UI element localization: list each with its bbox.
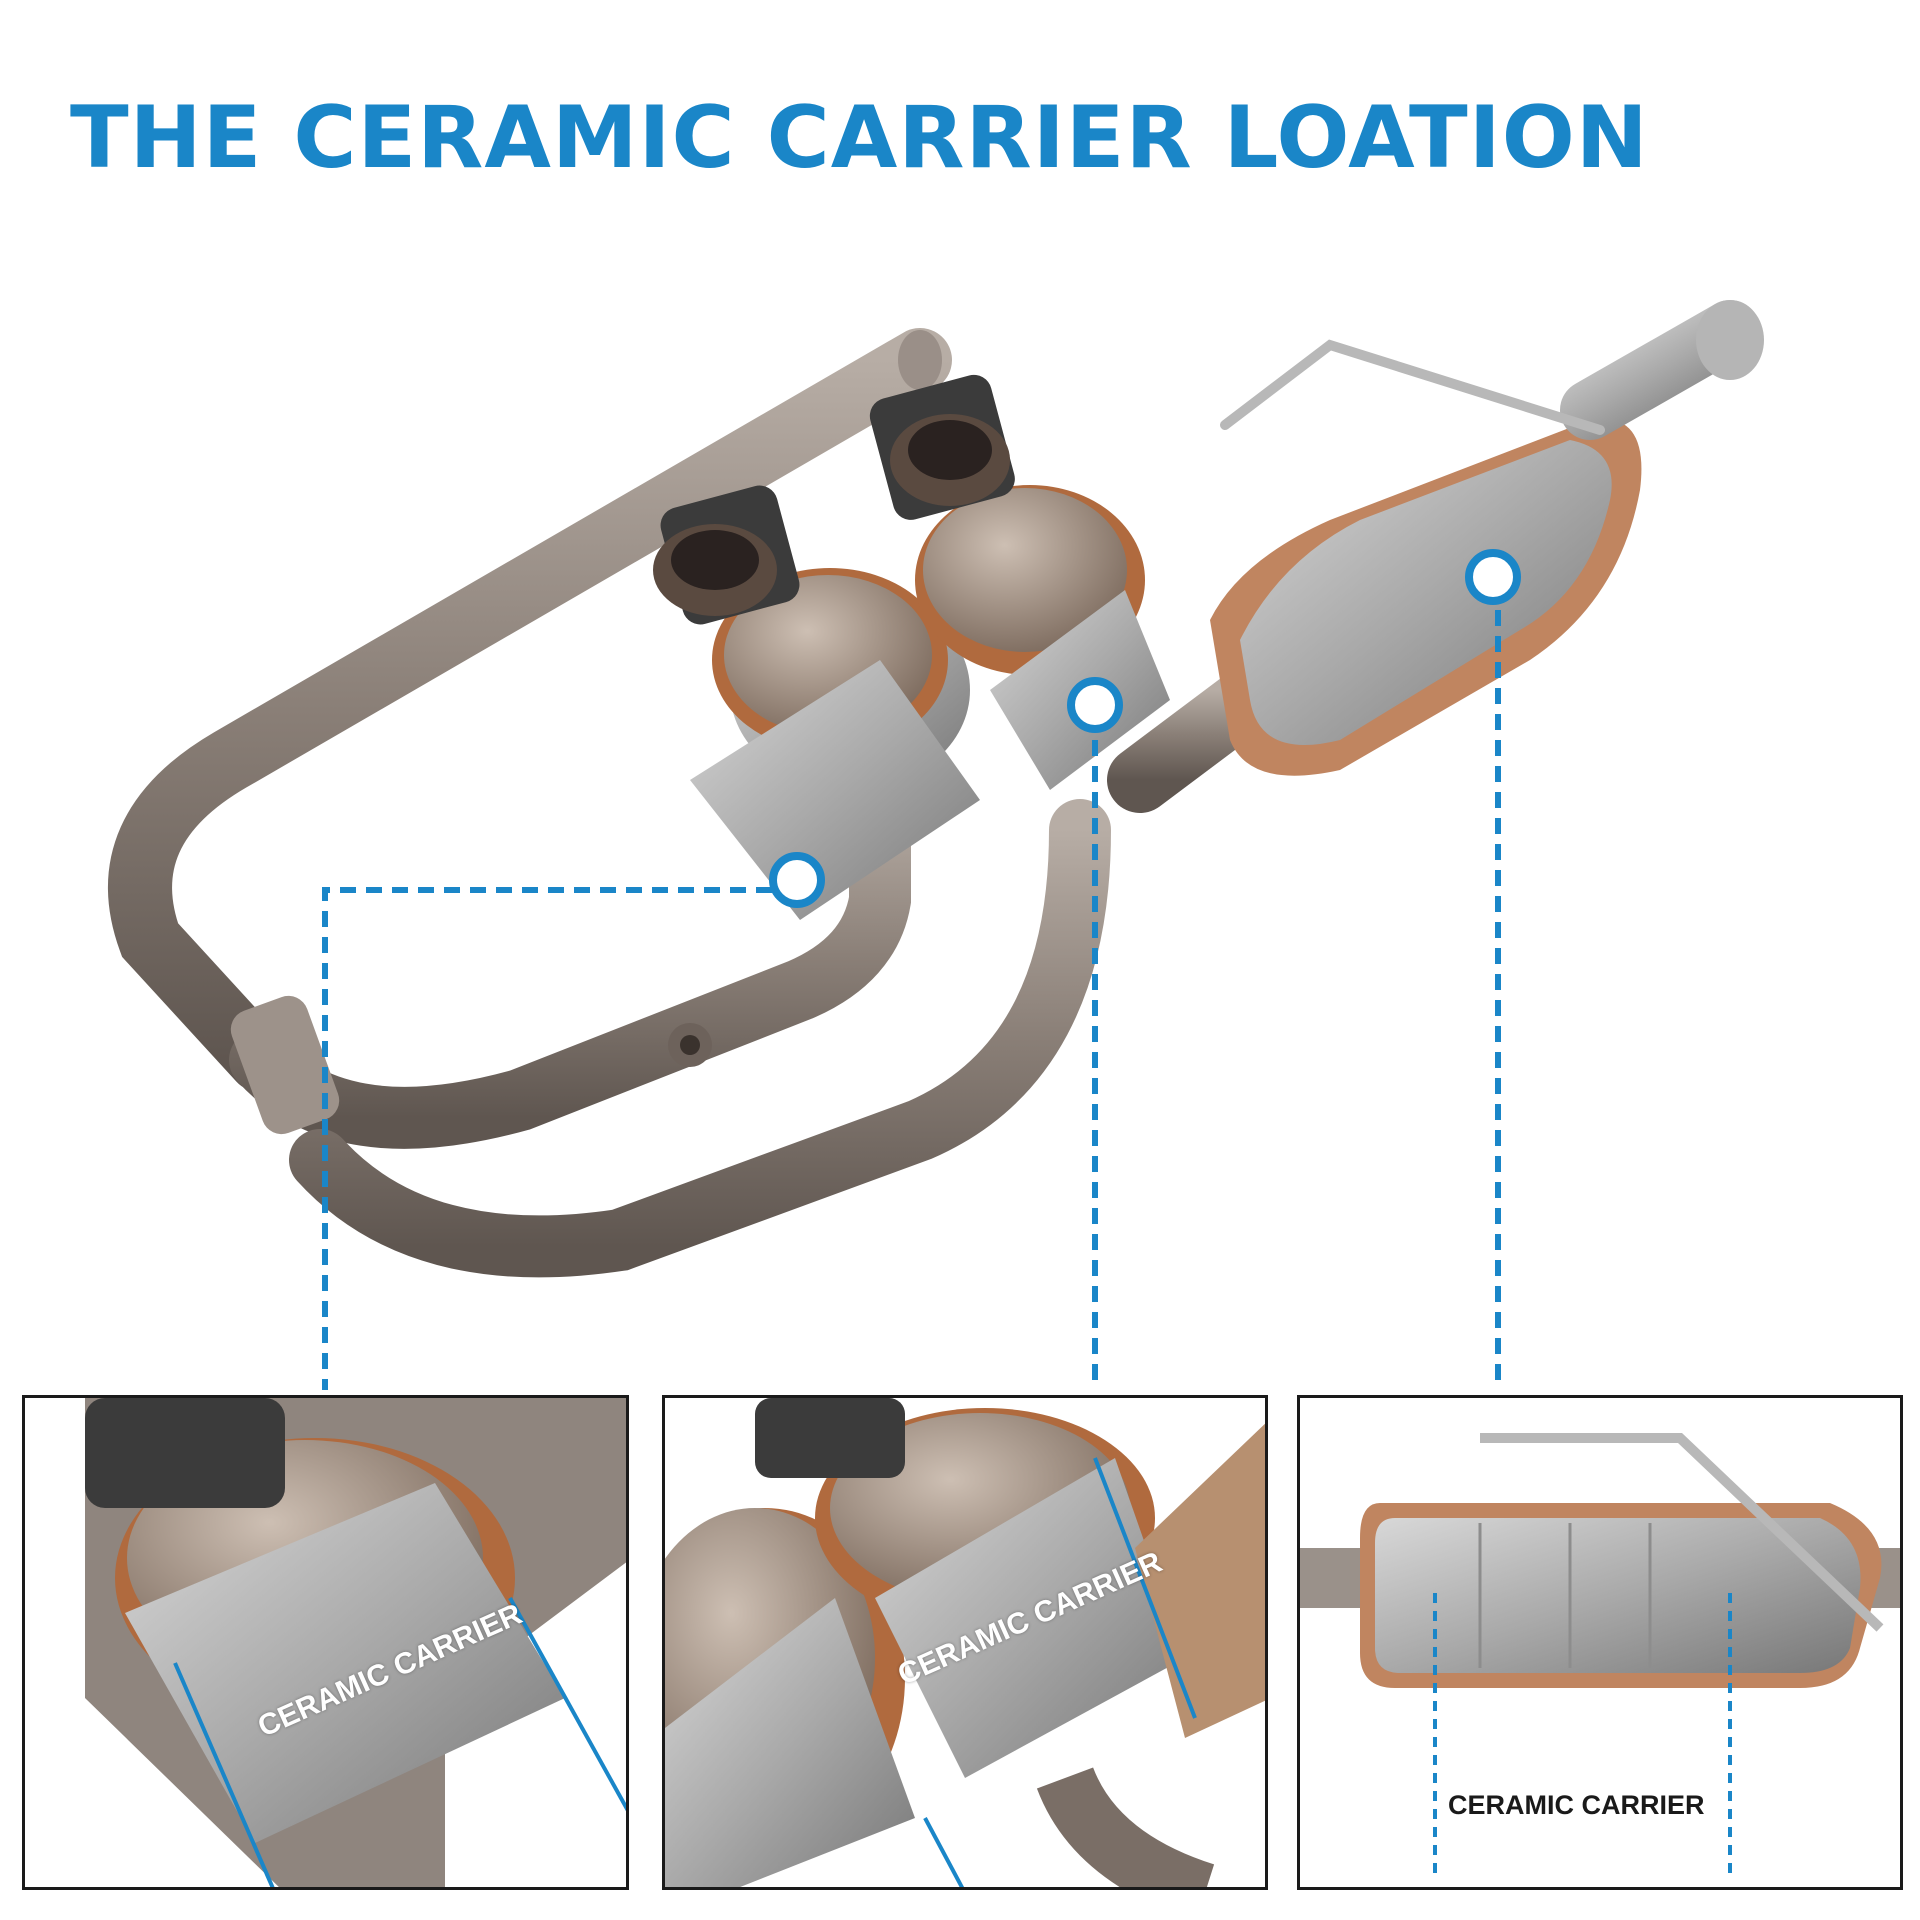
exhaust-assembly-illustration <box>108 300 1764 1390</box>
tailpipe-rod <box>1220 339 1605 435</box>
detail-panel-left-converter <box>22 1395 629 1890</box>
ceramic-carrier-marker-icon <box>1067 677 1123 733</box>
detail-panel-rear-converter <box>1297 1395 1903 1890</box>
converter-right <box>1210 300 1764 776</box>
converter-left <box>653 485 980 920</box>
ceramic-carrier-marker-icon <box>1465 549 1521 605</box>
upper-pipe <box>108 328 952 1092</box>
ceramic-carrier-marker-icon <box>769 852 825 908</box>
y-pipe-2 <box>289 799 1111 1278</box>
upper-pipe-end <box>898 330 942 390</box>
ceramic-carrier-label-rear: CERAMIC CARRIER <box>1448 1790 1705 1820</box>
leader-line-1 <box>322 887 790 1390</box>
pipe-joint <box>230 995 340 1135</box>
page-title: THE CERAMIC CARRIER LOATION <box>70 88 1649 188</box>
detail-panel-middle-converter <box>662 1395 1268 1890</box>
